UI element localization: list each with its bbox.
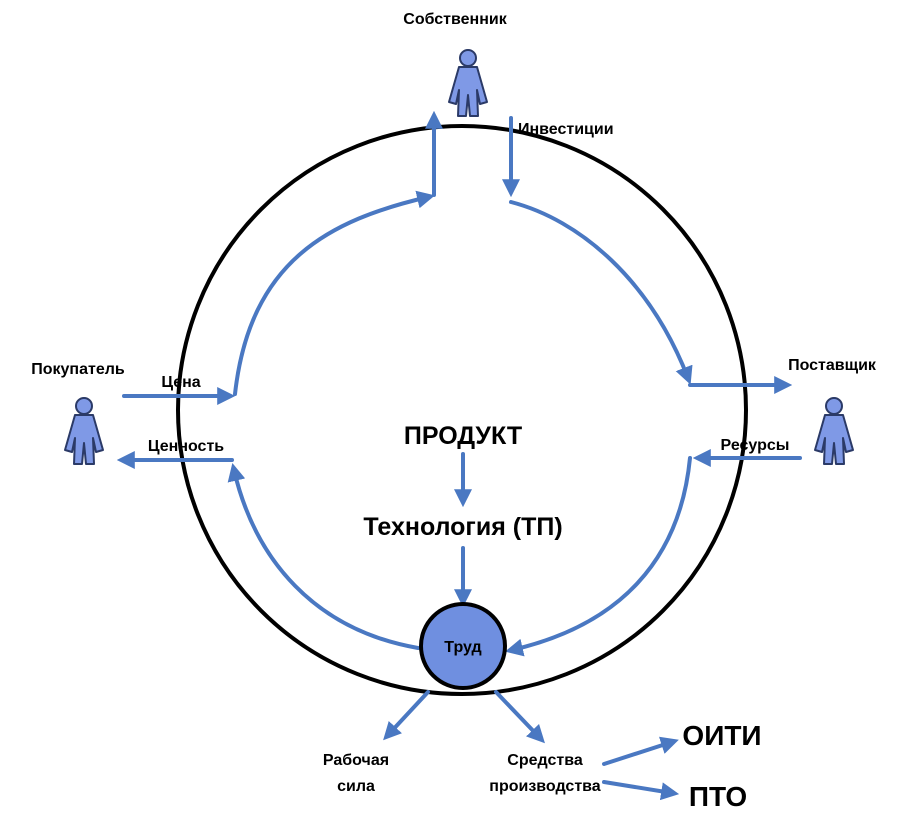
enterprise-circle [176, 124, 748, 696]
means-to-oiti-arrow [602, 736, 679, 766]
workforce-label-line1: Рабочая [323, 752, 389, 769]
value-label: Ценность [148, 438, 224, 455]
buyer-label: Покупатель [31, 361, 125, 378]
owner-person-icon [448, 49, 488, 117]
pto-label: ПТО [689, 781, 747, 812]
product-label: ПРОДУКТ [404, 422, 522, 450]
price-to-owner-arrow [233, 190, 436, 396]
owner-label: Собственник [403, 11, 507, 28]
investments-label: Инвестиции [518, 121, 614, 138]
means-label-line2: производства [489, 778, 600, 795]
workforce-label-line2: сила [337, 778, 375, 795]
supplier-label: Поставщик [788, 357, 877, 374]
labor-circle [419, 602, 507, 690]
means-label-line1: Средства [507, 752, 583, 769]
resources-label: Ресурсы [721, 437, 790, 454]
labor-to-workforce-arrow [383, 690, 430, 741]
labor-to-value-arrow [227, 462, 420, 650]
labor-label: Труд [444, 639, 481, 656]
buyer-person-icon [64, 397, 104, 465]
inflow-to-supplier-arrow [509, 200, 693, 385]
price-label: Цена [161, 374, 200, 391]
supplier-person-icon [814, 397, 854, 465]
technology-label: Технология (ТП) [363, 513, 562, 541]
means-to-pto-arrow [602, 780, 680, 801]
labor-to-means-arrow [494, 690, 545, 744]
oiti-label: ОИТИ [682, 720, 761, 751]
resources-to-labor-arrow [504, 456, 692, 657]
